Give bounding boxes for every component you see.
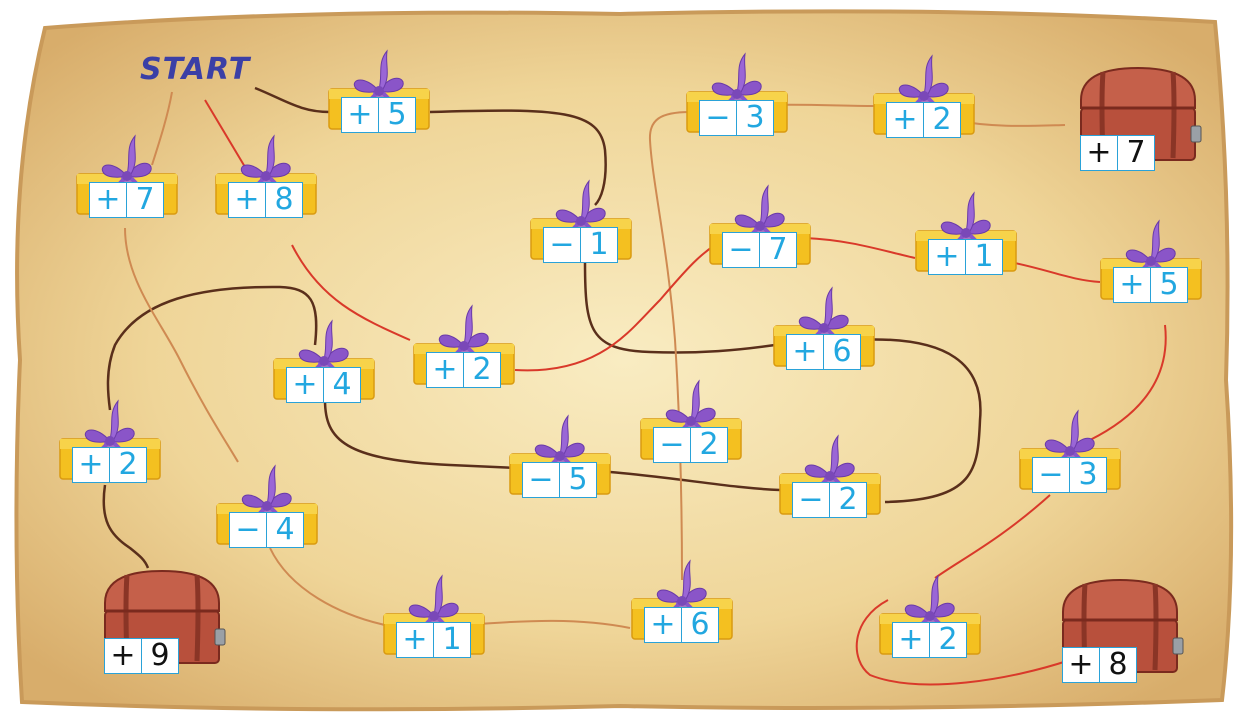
operation-digit: 1 — [433, 623, 470, 657]
start-label: START — [140, 52, 250, 87]
operation-digit: 2 — [690, 428, 727, 462]
operation-boxes: −4 — [229, 512, 304, 548]
operation-sign: + — [287, 368, 323, 402]
operation-sign: − — [723, 233, 759, 267]
operation-digit: 2 — [923, 103, 960, 137]
operation-boxes: −2 — [653, 427, 728, 463]
operation-sign: + — [887, 103, 923, 137]
operation-digit: 2 — [463, 353, 500, 387]
gift-card: −2 — [637, 375, 747, 485]
operation-boxes: +2 — [72, 447, 147, 483]
operation-sign: + — [1063, 648, 1099, 682]
gift-card: +2 — [870, 50, 980, 160]
gift-card: −3 — [1016, 405, 1126, 515]
operation-digit: 6 — [681, 608, 718, 642]
gift-card: −2 — [776, 430, 886, 540]
operation-boxes: −3 — [1032, 457, 1107, 493]
gift-card: +2 — [56, 395, 166, 505]
operation-digit: 3 — [736, 101, 773, 135]
gift-card: −4 — [213, 460, 323, 570]
operation-digit: 5 — [1150, 268, 1187, 302]
gift-card: −3 — [683, 48, 793, 158]
operation-boxes: +7 — [89, 182, 164, 218]
operation-sign: + — [645, 608, 681, 642]
operation-boxes: +1 — [928, 239, 1003, 275]
gift-card: +4 — [270, 315, 380, 425]
operation-boxes: +1 — [396, 622, 471, 658]
operation-sign: − — [1033, 458, 1069, 492]
operation-boxes: +2 — [892, 622, 967, 658]
operation-boxes: +6 — [786, 334, 861, 370]
gift-card: +1 — [912, 187, 1022, 297]
operation-digit: 1 — [580, 228, 617, 262]
operation-sign: + — [1114, 268, 1150, 302]
operation-digit: 2 — [109, 448, 146, 482]
operation-sign: − — [544, 228, 580, 262]
operation-boxes: +7 — [1080, 135, 1155, 171]
operation-digit: 5 — [559, 463, 596, 497]
gift-card: −1 — [527, 175, 637, 285]
operation-boxes: −1 — [543, 227, 618, 263]
operation-sign: − — [700, 101, 736, 135]
operation-digit: 7 — [126, 183, 163, 217]
operation-boxes: −3 — [699, 100, 774, 136]
operation-digit: 9 — [141, 639, 178, 673]
gift-card: +2 — [876, 570, 986, 680]
operation-boxes: +2 — [426, 352, 501, 388]
operation-boxes: +6 — [644, 607, 719, 643]
operation-boxes: +9 — [104, 638, 179, 674]
operation-digit: 5 — [378, 98, 415, 132]
gift-card: +6 — [770, 282, 880, 392]
operation-boxes: +8 — [228, 182, 303, 218]
operation-digit: 6 — [823, 335, 860, 369]
operation-boxes: +5 — [1113, 267, 1188, 303]
operation-digit: 4 — [266, 513, 303, 547]
operation-boxes: +2 — [886, 102, 961, 138]
treasure-chest: +8 — [1040, 572, 1150, 682]
operation-boxes: +8 — [1062, 647, 1137, 683]
gift-card: +8 — [212, 130, 322, 240]
operation-boxes: −2 — [792, 482, 867, 518]
operation-sign: + — [1081, 136, 1117, 170]
operation-sign: + — [929, 240, 965, 274]
operation-digit: 4 — [323, 368, 360, 402]
operation-digit: 7 — [759, 233, 796, 267]
treasure-chest: +9 — [82, 563, 192, 673]
operation-sign: + — [105, 639, 141, 673]
gift-card: +5 — [1097, 215, 1207, 325]
operation-sign: − — [523, 463, 559, 497]
operation-sign: + — [787, 335, 823, 369]
operation-digit: 3 — [1069, 458, 1106, 492]
operation-sign: + — [342, 98, 378, 132]
operation-sign: − — [793, 483, 829, 517]
operation-digit: 7 — [1117, 136, 1154, 170]
gift-card: +6 — [628, 555, 738, 665]
operation-sign: + — [427, 353, 463, 387]
treasure-chest: +7 — [1058, 60, 1168, 170]
gift-card: −7 — [706, 180, 816, 290]
gift-card: +7 — [73, 130, 183, 240]
operation-digit: 8 — [265, 183, 302, 217]
operation-digit: 2 — [929, 623, 966, 657]
gift-card: +1 — [380, 570, 490, 680]
operation-sign: − — [654, 428, 690, 462]
operation-sign: + — [73, 448, 109, 482]
operation-boxes: +4 — [286, 367, 361, 403]
operation-boxes: +5 — [341, 97, 416, 133]
gift-card: +5 — [325, 45, 435, 155]
operation-boxes: −7 — [722, 232, 797, 268]
gift-card: +2 — [410, 300, 520, 410]
operation-sign: − — [230, 513, 266, 547]
operation-sign: + — [90, 183, 126, 217]
operation-boxes: −5 — [522, 462, 597, 498]
operation-digit: 1 — [965, 240, 1002, 274]
operation-sign: + — [397, 623, 433, 657]
operation-sign: + — [893, 623, 929, 657]
operation-digit: 8 — [1099, 648, 1136, 682]
operation-sign: + — [229, 183, 265, 217]
operation-digit: 2 — [829, 483, 866, 517]
gift-card: −5 — [506, 410, 616, 520]
